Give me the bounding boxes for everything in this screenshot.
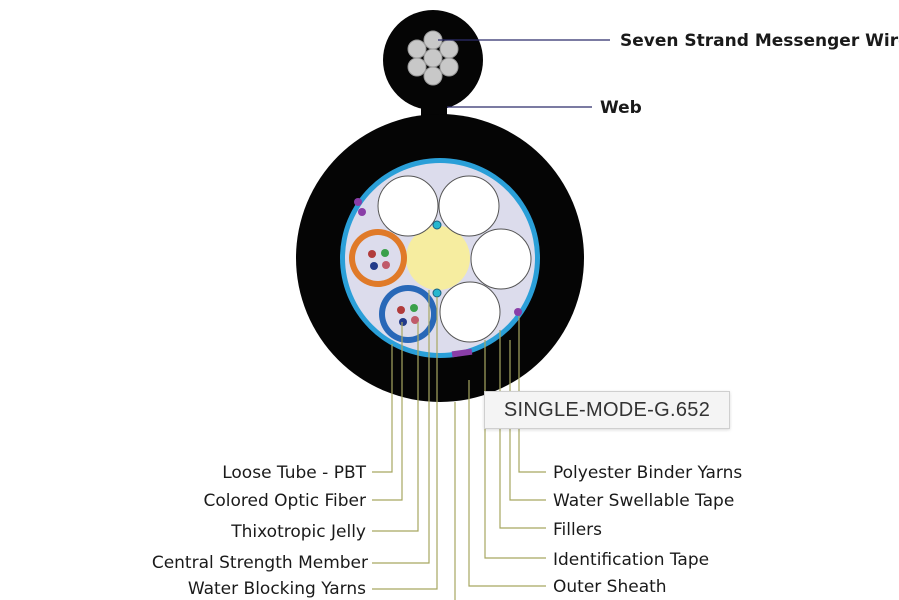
cable-body [296,114,584,402]
fiber [370,262,378,270]
strand-center [423,48,443,68]
messenger-strands [407,30,459,86]
central-strength-member [406,226,470,290]
label-outer-sheath: Outer Sheath [553,577,667,597]
leader-jelly [372,322,419,532]
strand [439,57,459,77]
filler [439,281,501,343]
leader-colored-fiber [372,322,403,501]
loose-tube-blue [379,285,437,343]
water-blocking-yarn [432,288,442,298]
loose-tube-orange [349,229,407,287]
label-web: Web [600,98,642,118]
leader-outer-sheath [468,380,546,587]
label-messenger-wire: Seven Strand Messenger Wire [620,31,899,51]
fiber [368,250,376,258]
strand [439,39,459,59]
label-thixotropic-jelly: Thixotropic Jelly [230,522,366,542]
strand [407,39,427,59]
leader-loose-tube [372,344,393,473]
top-leaders [438,39,610,108]
polyester-binder-yarn [354,198,362,206]
label-identification-tape: Identification Tape [553,550,709,570]
water-blocking-yarn [432,220,442,230]
label-polyester-binder-yarns: Polyester Binder Yarns [553,463,742,483]
leader-water-yarns [372,297,438,590]
loose-tube-interior [385,291,431,337]
identification-tape [451,348,473,358]
fiber [397,306,405,314]
polyester-binder-yarn [358,208,366,216]
filler [377,175,439,237]
label-central-strength-member: Central Strength Member [152,553,368,573]
loose-tube-interior [355,235,401,281]
leader-central-member [372,290,430,564]
fiber [381,249,389,257]
label-colored-optic-fiber: Colored Optic Fiber [204,491,366,511]
polyester-binder-yarn [514,308,522,316]
label-water-swellable-tape: Water Swellable Tape [553,491,734,511]
fillers [377,175,532,343]
fiber [410,304,418,312]
label-fillers: Fillers [553,520,602,540]
fiber-type-badge: SINGLE-MODE-G.652 [484,391,730,429]
label-loose-tube: Loose Tube - PBT [222,463,366,483]
fiber [399,318,407,326]
leader-binder-yarns [518,316,546,473]
strand [423,66,443,86]
strand [407,57,427,77]
filler [470,228,532,290]
fiber [411,316,419,324]
fiber [382,261,390,269]
label-water-blocking-yarns: Water Blocking Yarns [188,579,366,599]
filler [438,175,500,237]
messenger-assembly [383,10,483,135]
